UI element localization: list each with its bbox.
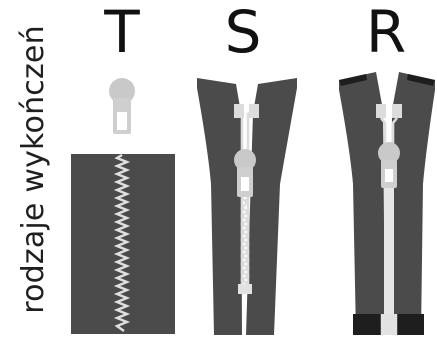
slider-icon	[378, 142, 400, 188]
zipper-teeth	[113, 153, 131, 332]
zipper-tape	[246, 78, 297, 335]
type-s-letter: S	[224, 0, 262, 66]
type-t-letter: T	[104, 0, 140, 66]
zipper-stopper	[238, 284, 252, 294]
bottom-stopper	[353, 314, 380, 335]
zipper-tape	[339, 72, 385, 335]
top-stopper	[339, 74, 367, 86]
type-r-letter: R	[365, 0, 407, 66]
slider-icon	[109, 78, 135, 134]
zipper-type-s	[197, 78, 297, 335]
zipper-teeth	[379, 117, 399, 150]
bottom-box	[381, 314, 397, 335]
zipper-teeth	[240, 197, 250, 285]
bottom-stopper	[398, 314, 424, 335]
slider-icon	[234, 149, 256, 197]
zipper-type-t	[71, 78, 175, 334]
top-stopper	[407, 74, 435, 86]
zipper-type-r	[339, 72, 435, 335]
zipper-tape	[391, 72, 435, 335]
zipper-tape	[197, 78, 242, 335]
zipper-teeth	[384, 188, 394, 318]
